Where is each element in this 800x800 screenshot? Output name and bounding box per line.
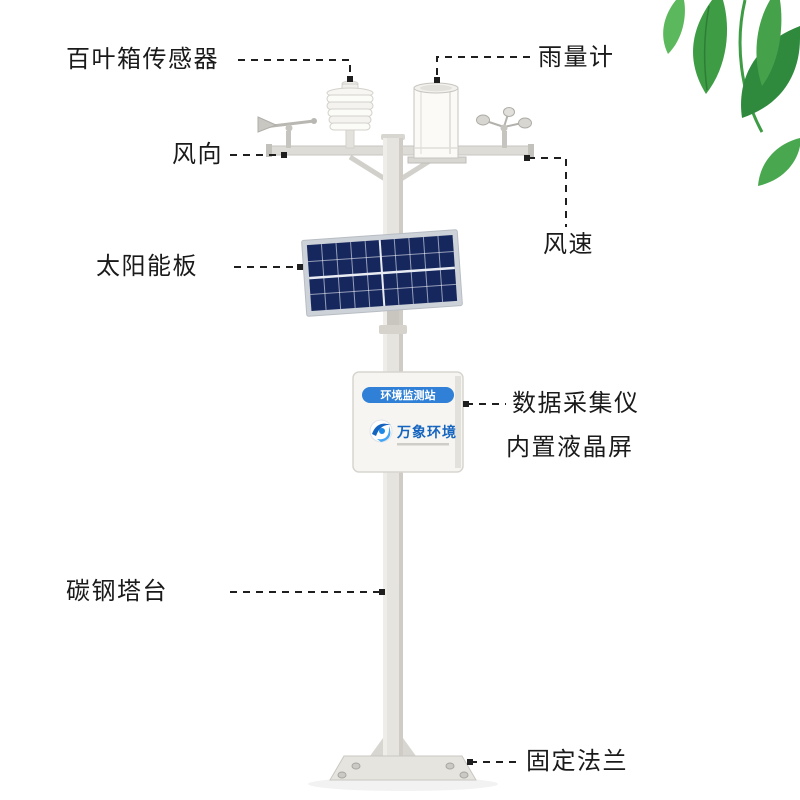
data-logger-box: 环境监测站 万象环境 xyxy=(352,371,464,473)
box-title-band xyxy=(362,387,454,403)
label-solar-panel: 太阳能板 xyxy=(96,252,198,280)
label-louver-sensor: 百叶箱传感器 xyxy=(66,45,219,73)
leader-louver-sensor xyxy=(238,59,351,78)
weather-station-illustration: 环境监测站 万象环境 xyxy=(257,80,534,791)
leader-rain-gauge xyxy=(436,56,530,79)
brand-name-text: 万象环境 xyxy=(396,424,457,441)
label-data-logger: 数据采集仪 xyxy=(512,389,640,417)
label-lcd-screen: 内置液晶屏 xyxy=(506,433,634,461)
solar-panel xyxy=(301,229,463,334)
leader-lines xyxy=(230,56,567,763)
label-rain-gauge: 雨量计 xyxy=(538,43,615,71)
leader-wind-speed xyxy=(528,157,567,227)
brand-slogan-bar xyxy=(397,443,449,446)
solar-panel-clamp xyxy=(379,325,407,334)
box-door-edge xyxy=(455,376,461,468)
leader-end-markers xyxy=(281,76,530,765)
label-wind-speed: 风速 xyxy=(543,230,594,258)
rain-gauge-sensor xyxy=(407,82,467,164)
louver-sensor xyxy=(326,80,374,149)
wind-vane-sensor xyxy=(257,116,317,148)
label-wind-direction: 风向 xyxy=(172,140,223,168)
box-title-text: 环境监测站 xyxy=(381,388,436,402)
label-tower: 碳钢塔台 xyxy=(66,577,168,605)
leaf-icon xyxy=(663,0,685,54)
leaf-icon xyxy=(756,0,782,86)
base-flange xyxy=(329,738,477,781)
leaf-icon xyxy=(758,138,800,186)
label-flange: 固定法兰 xyxy=(526,747,628,775)
leaf-icon xyxy=(693,0,728,94)
leaf-icon xyxy=(741,26,800,118)
leaf-vein xyxy=(703,5,710,91)
anemometer-sensor xyxy=(476,107,532,148)
leaf-stem xyxy=(738,0,764,133)
brand-logo-icon xyxy=(369,419,393,443)
decorative-leaves xyxy=(663,0,800,186)
